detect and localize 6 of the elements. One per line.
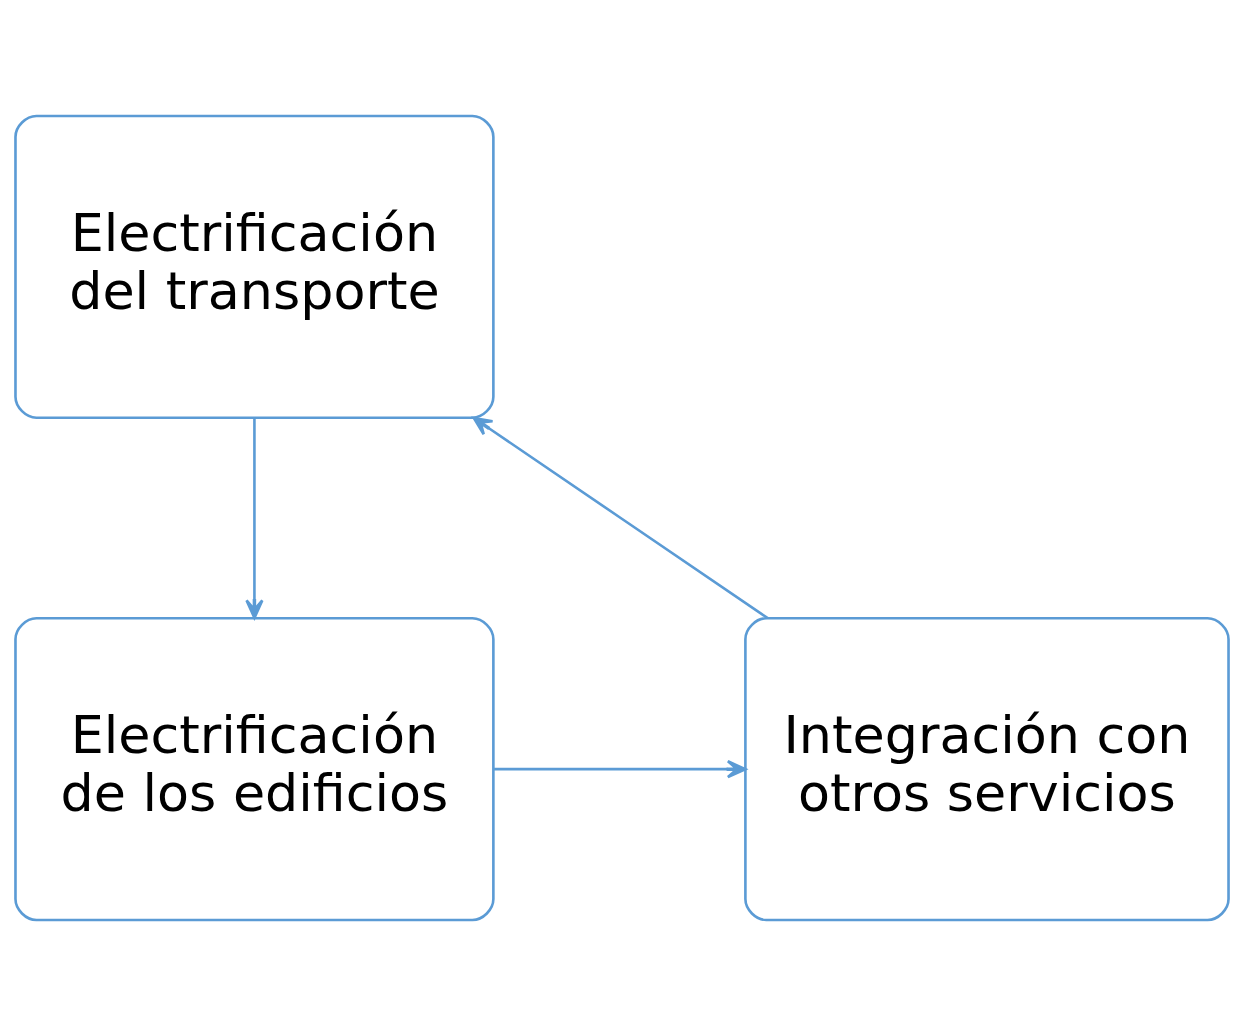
node-box: Electrificación del transporte [14,114,495,419]
arrow [472,416,769,620]
arrow [494,760,747,779]
node-box: Integración con otros servicios [744,617,1230,922]
arrow [245,418,264,620]
node-box: Electrificación de los edificios [14,617,495,922]
